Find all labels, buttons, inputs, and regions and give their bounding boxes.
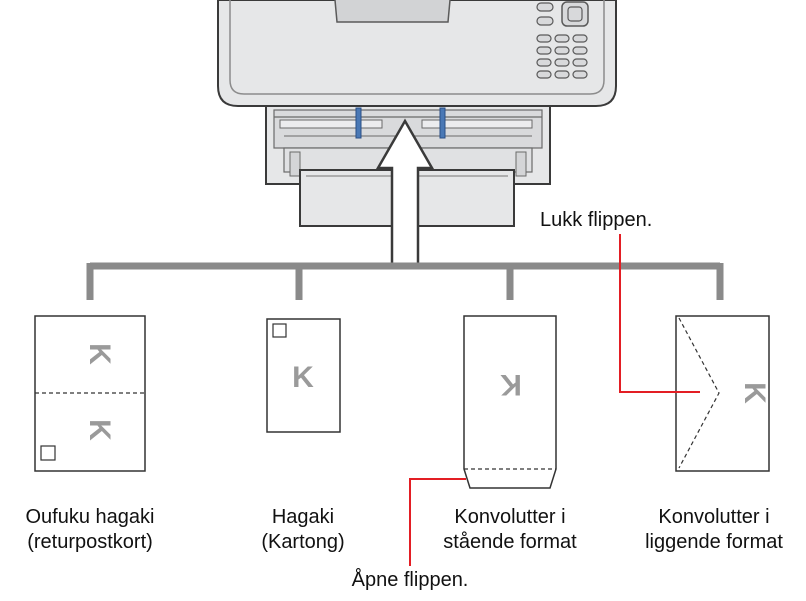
close-flap-callout-line [619, 234, 700, 393]
card-envelope-landscape: K [675, 315, 771, 472]
card-label-line1: Konvolutter i [658, 506, 770, 528]
card-label-line1: Oufuku hagaki [25, 506, 155, 528]
card-label-oufuku: Oufuku hagaki (returpostkort) [0, 505, 180, 555]
card-label-envelope-landscape: Konvolutter i liggende format [624, 505, 804, 555]
card-mark: K [500, 368, 522, 401]
card-mark: K [738, 382, 771, 404]
branch-lines [86, 262, 724, 300]
card-label-line1: Hagaki [271, 506, 335, 528]
close-flap-label: Lukk flippen. [540, 209, 653, 231]
card-label-hagaki: Hagaki (Kartong) [218, 505, 388, 555]
card-oufuku-hagaki: K K [34, 315, 146, 472]
open-flap-label: Åpne flippen. [351, 569, 469, 591]
card-label-line2: stående format [443, 531, 577, 553]
printer-body [217, 0, 617, 107]
card-label-line2: (Kartong) [261, 531, 345, 553]
card-label-envelope-portrait: Konvolutter i stående format [420, 505, 600, 555]
card-mark: K [292, 361, 314, 394]
open-flap-callout-line [409, 478, 466, 566]
control-panel [536, 1, 589, 79]
card-label-line2: liggende format [645, 531, 783, 553]
printer-body-inner [229, 0, 605, 95]
card-label-line1: Konvolutter i [454, 506, 566, 528]
card-hagaki: K [266, 318, 341, 433]
card-envelope-portrait: K [463, 315, 557, 489]
card-mark: K [83, 343, 116, 365]
output-slot [334, 0, 451, 23]
card-mark: K [83, 419, 116, 441]
card-label-line2: (returpostkort) [27, 531, 153, 553]
